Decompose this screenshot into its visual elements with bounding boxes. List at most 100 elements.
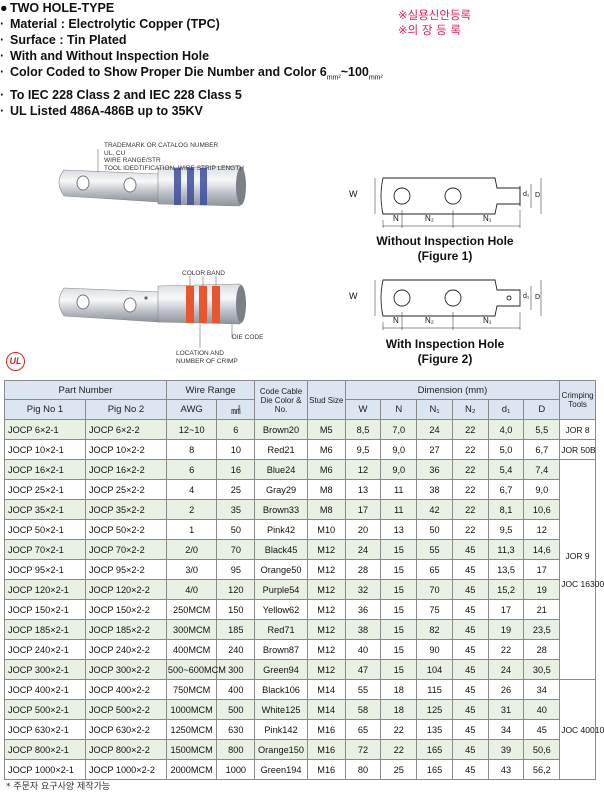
- table-cell: JOCP 400×2-1: [4, 679, 86, 700]
- table-cell: JOCP 10×2-1: [4, 439, 86, 460]
- table-cell: M16: [306, 739, 346, 760]
- table-cell: JOCP 185×2-2: [84, 619, 167, 640]
- table-cell: 500~600MCM: [165, 659, 226, 680]
- table-cell: 42: [416, 499, 453, 520]
- part-number-header: Part Number: [4, 380, 167, 400]
- table-cell: 56,2: [523, 759, 561, 780]
- table-cell: 630: [216, 719, 256, 740]
- table-cell: 2: [165, 499, 218, 520]
- table-cell: 45: [451, 639, 489, 660]
- table-cell: 13: [380, 519, 418, 540]
- table-cell: 9,0: [380, 439, 418, 460]
- color-band-label: COLOR BAND: [182, 270, 225, 277]
- table-cell: 24: [487, 659, 525, 680]
- feature-item: ·UL Listed 486A-486B up to 35KV: [0, 103, 203, 118]
- table-cell: 120: [216, 579, 256, 600]
- table-cell: JOCP 1000×2-1: [4, 759, 86, 780]
- table-cell: 11,3: [487, 539, 525, 560]
- table-cell: 39: [487, 739, 525, 760]
- table-cell: JOCP 16×2-1: [4, 459, 86, 480]
- table-cell: 47: [344, 659, 382, 680]
- table-cell: Yellow62: [254, 599, 308, 620]
- table-cell: 3/0: [165, 559, 218, 580]
- table-cell: 82: [416, 619, 453, 640]
- product-title: TWO HOLE-TYPE: [10, 1, 115, 15]
- table-cell: JOCP 95×2-2: [84, 559, 167, 580]
- table-cell: 45: [451, 679, 489, 700]
- crimping-tool-cell: JOR 8: [559, 419, 596, 440]
- table-cell: JOCP 400×2-2: [84, 679, 167, 700]
- table-cell: 4/0: [165, 579, 218, 600]
- feature-item: ·Color Coded to Show Proper Die Number a…: [0, 65, 383, 82]
- table-cell: JOCP 1000×2-2: [84, 759, 167, 780]
- table-cell: 21: [523, 599, 561, 620]
- table-cell: 25: [380, 759, 418, 780]
- table-cell: JOCP 35×2-1: [4, 499, 86, 520]
- table-cell: 24: [344, 539, 382, 560]
- table-cell: 2000MCM: [165, 759, 218, 780]
- table-cell: Black45: [254, 539, 308, 560]
- table-cell: 45: [451, 759, 489, 780]
- table-cell: 38: [416, 479, 453, 500]
- table-cell: 12: [523, 519, 561, 540]
- stud-size-header: Stud Size: [306, 380, 346, 420]
- table-cell: JOCP 120×2-2: [84, 579, 167, 600]
- table-cell: JOCP 500×2-1: [4, 699, 86, 720]
- table-cell: JOCP 800×2-2: [84, 739, 167, 760]
- table-cell: M12: [306, 599, 346, 620]
- table-cell: JOCP 240×2-1: [4, 639, 86, 660]
- table-cell: JOCP 300×2-2: [84, 659, 167, 680]
- table-cell: 6: [165, 459, 218, 480]
- crimping-tool-cell: JOR 50B: [559, 439, 596, 460]
- table-cell: 43: [487, 759, 525, 780]
- table-cell: Pink42: [254, 519, 308, 540]
- table-cell: Blue24: [254, 459, 308, 480]
- table-cell: 17: [523, 559, 561, 580]
- table-cell: 11: [380, 499, 418, 520]
- table-cell: 45: [451, 719, 489, 740]
- table-cell: 1250MCM: [165, 719, 218, 740]
- spec-table: Part Number Wire Range Code Cable Die Co…: [4, 380, 604, 780]
- table-cell: 5,5: [523, 419, 561, 440]
- table-cell: 22: [380, 719, 418, 740]
- table-cell: JOCP 95×2-1: [4, 559, 86, 580]
- table-cell: 400MCM: [165, 639, 218, 660]
- crimping-tools-header: Crimping Tools: [559, 380, 596, 420]
- table-cell: 104: [416, 659, 453, 680]
- table-cell: 45: [451, 559, 489, 580]
- table-cell: 500: [216, 699, 256, 720]
- dim-n-label-2: N: [393, 316, 399, 325]
- table-cell: 18: [380, 679, 418, 700]
- table-cell: M12: [306, 579, 346, 600]
- table-cell: M12: [306, 559, 346, 580]
- table-cell: JOCP 630×2-1: [4, 719, 86, 740]
- table-cell: 70: [416, 579, 453, 600]
- table-cell: 8,1: [487, 499, 525, 520]
- figure2-caption: With Inspection Hole (Figure 2): [385, 337, 505, 366]
- table-cell: JOCP 6×2-1: [4, 419, 86, 440]
- table-cell: 15,2: [487, 579, 525, 600]
- table-cell: 16: [216, 459, 256, 480]
- awg-header: AWG: [165, 399, 218, 420]
- table-cell: Brown87: [254, 639, 308, 660]
- table-cell: JOCP 50×2-1: [4, 519, 86, 540]
- table-cell: M12: [306, 659, 346, 680]
- table-cell: 12~10: [165, 419, 218, 440]
- table-cell: 23,5: [523, 619, 561, 640]
- table-cell: 40: [344, 639, 382, 660]
- table-cell: 14,6: [523, 539, 561, 560]
- table-cell: 15: [380, 619, 418, 640]
- table-cell: 13,5: [487, 559, 525, 580]
- table-cell: 58: [344, 699, 382, 720]
- table-cell: 19: [523, 579, 561, 600]
- table-cell: 165: [416, 739, 453, 760]
- table-cell: JOCP 50×2-2: [84, 519, 167, 540]
- dim-n1-label-2: N₁: [483, 316, 492, 325]
- dimension-header: Dimension (mm): [344, 380, 561, 400]
- table-cell: 8: [165, 439, 218, 460]
- table-cell: 22: [451, 459, 489, 480]
